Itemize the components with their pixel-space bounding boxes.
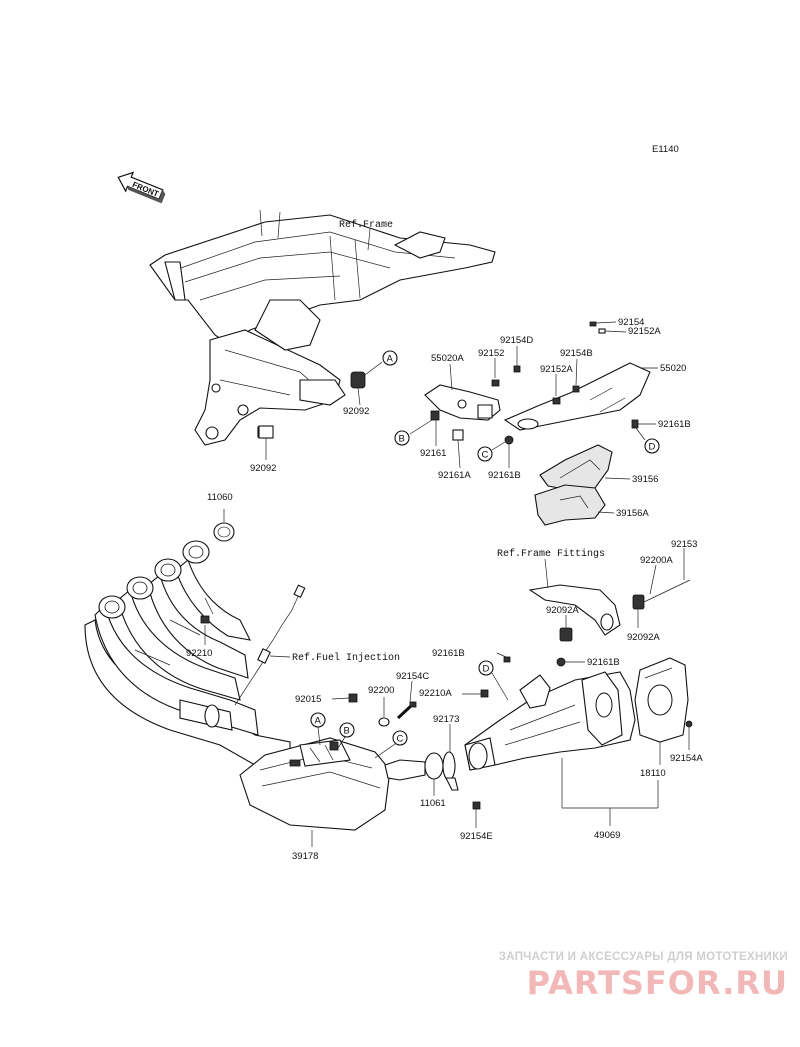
part-label-92161B-mid2: 92161B (587, 657, 620, 668)
part-label-92154D: 92154D (500, 335, 533, 346)
part-label-92200A: 92200A (640, 555, 673, 566)
part-92154C-bolt (396, 701, 417, 720)
callout-c-lower-label: C (397, 734, 404, 745)
part-label-92154B: 92154B (560, 348, 593, 359)
part-label-11061: 11061 (420, 798, 446, 809)
part-label-39178: 39178 (292, 851, 318, 862)
callout-b-lower-label: B (344, 726, 350, 737)
part-label-92152A: 92152A (540, 364, 573, 375)
oxygen-sensor-ref (234, 584, 306, 706)
part-92210-nut (200, 615, 210, 624)
part-92161B-damper-right (631, 419, 639, 429)
callout-b-lower-circle (339, 722, 355, 738)
part-92154-screw (589, 321, 597, 327)
callout-c-circle (477, 446, 493, 462)
end-cap-18110 (634, 657, 689, 743)
part-92154B-screw (572, 385, 580, 393)
callout-a-label: A (387, 354, 394, 365)
callout-c-label: C (482, 450, 489, 461)
muffler-49069 (464, 671, 636, 771)
part-label-92173: 92173 (433, 714, 459, 725)
part-label-92210A: 92210A (419, 688, 452, 699)
part-label-92161B: 92161B (488, 470, 521, 481)
bracket-55020A (424, 384, 501, 421)
part-label-92152A-top: 92152A (628, 326, 661, 337)
callout-d-circle (644, 438, 660, 454)
part-92154D-screw (513, 365, 521, 373)
part-92152A-top (598, 328, 606, 334)
part-label-92154-top: 92154 (618, 317, 644, 328)
heat-guard-55020 (503, 362, 651, 431)
part-92200-washer (378, 717, 390, 727)
part-label-92210: 92210 (186, 648, 212, 659)
front-arrow-icon: FRONT (117, 171, 166, 204)
part-92154E-nut (472, 801, 481, 810)
part-label-92153: 92153 (671, 539, 697, 550)
part-92154A-screw (685, 720, 693, 728)
callout-a-lower-label: A (315, 716, 322, 727)
part-92092-lower (258, 425, 274, 439)
callout-b-label: B (399, 434, 405, 445)
frame-fittings-bracket (528, 584, 621, 636)
part-92092A-grommet (559, 627, 573, 642)
part-92161A-damper (452, 429, 464, 441)
part-label-18110: 18110 (640, 768, 666, 779)
part-92092-grommet (350, 371, 366, 389)
heat-cover-39156A (534, 484, 606, 526)
part-92152-collar (491, 379, 500, 387)
part-label-92154E: 92154E (460, 831, 493, 842)
part-label-92092-a: 92092 (343, 406, 369, 417)
part-92200A-washer (632, 594, 645, 610)
part-label-92161B-right: 92161B (658, 419, 691, 430)
part-92015-nut (348, 693, 358, 703)
part-92161B-damper-mid (503, 656, 511, 663)
part-92161B-damper (504, 435, 514, 445)
part-label-55020A: 55020A (431, 353, 464, 364)
part-label-92092-b: 92092 (250, 463, 276, 474)
pre-chamber-39178 (239, 737, 391, 831)
part-92152A-collar (552, 397, 561, 405)
part-label-92161A: 92161A (438, 470, 471, 481)
clamp-92173 (442, 751, 459, 791)
part-label-92200: 92200 (368, 685, 394, 696)
part-92161-damper (430, 410, 440, 421)
part-92161B-damper-mid2 (556, 657, 566, 667)
callout-d-label: D (649, 442, 656, 453)
ref-frame-fittings-label: Ref.Frame Fittings (497, 548, 605, 560)
diagram-code: E1140 (652, 144, 679, 155)
part-label-92152: 92152 (478, 348, 504, 359)
part-label-39156A: 39156A (616, 508, 649, 519)
gasket-11061 (424, 752, 444, 780)
ref-frame-label: Ref.Frame (339, 219, 393, 231)
watermark-caption: ЗАПЧАСТИ И АКСЕССУАРЫ ДЛЯ МОТОТЕХНИКИ (498, 951, 788, 963)
heat-cover-39156 (539, 444, 613, 491)
part-92210A-nut (480, 689, 489, 698)
callout-b-circle (394, 430, 410, 446)
callout-d-lower-circle (478, 660, 494, 676)
part-label-92015: 92015 (295, 694, 321, 705)
callout-a-circle (382, 350, 398, 366)
part-label-11060: 11060 (207, 492, 233, 503)
part-label-92161: 92161 (420, 448, 446, 459)
part-label-49069: 49069 (594, 830, 620, 841)
callout-d-lower-label: D (483, 664, 490, 675)
part-label-92092A-b: 92092A (627, 632, 660, 643)
ref-fuel-injection-label: Ref.Fuel Injection (292, 652, 400, 664)
watermark-logo: PARTSFOR.RU (526, 964, 788, 1002)
part-label-39156: 39156 (632, 474, 658, 485)
part-label-92161B-mid: 92161B (432, 648, 465, 659)
part-label-92154C: 92154C (396, 671, 429, 682)
part-label-55020: 55020 (660, 363, 686, 374)
connector-pipe (384, 752, 444, 781)
part-label-92154A: 92154A (670, 753, 703, 764)
callout-c-lower-circle (392, 730, 408, 746)
part-label-92092A-a: 92092A (546, 605, 579, 616)
